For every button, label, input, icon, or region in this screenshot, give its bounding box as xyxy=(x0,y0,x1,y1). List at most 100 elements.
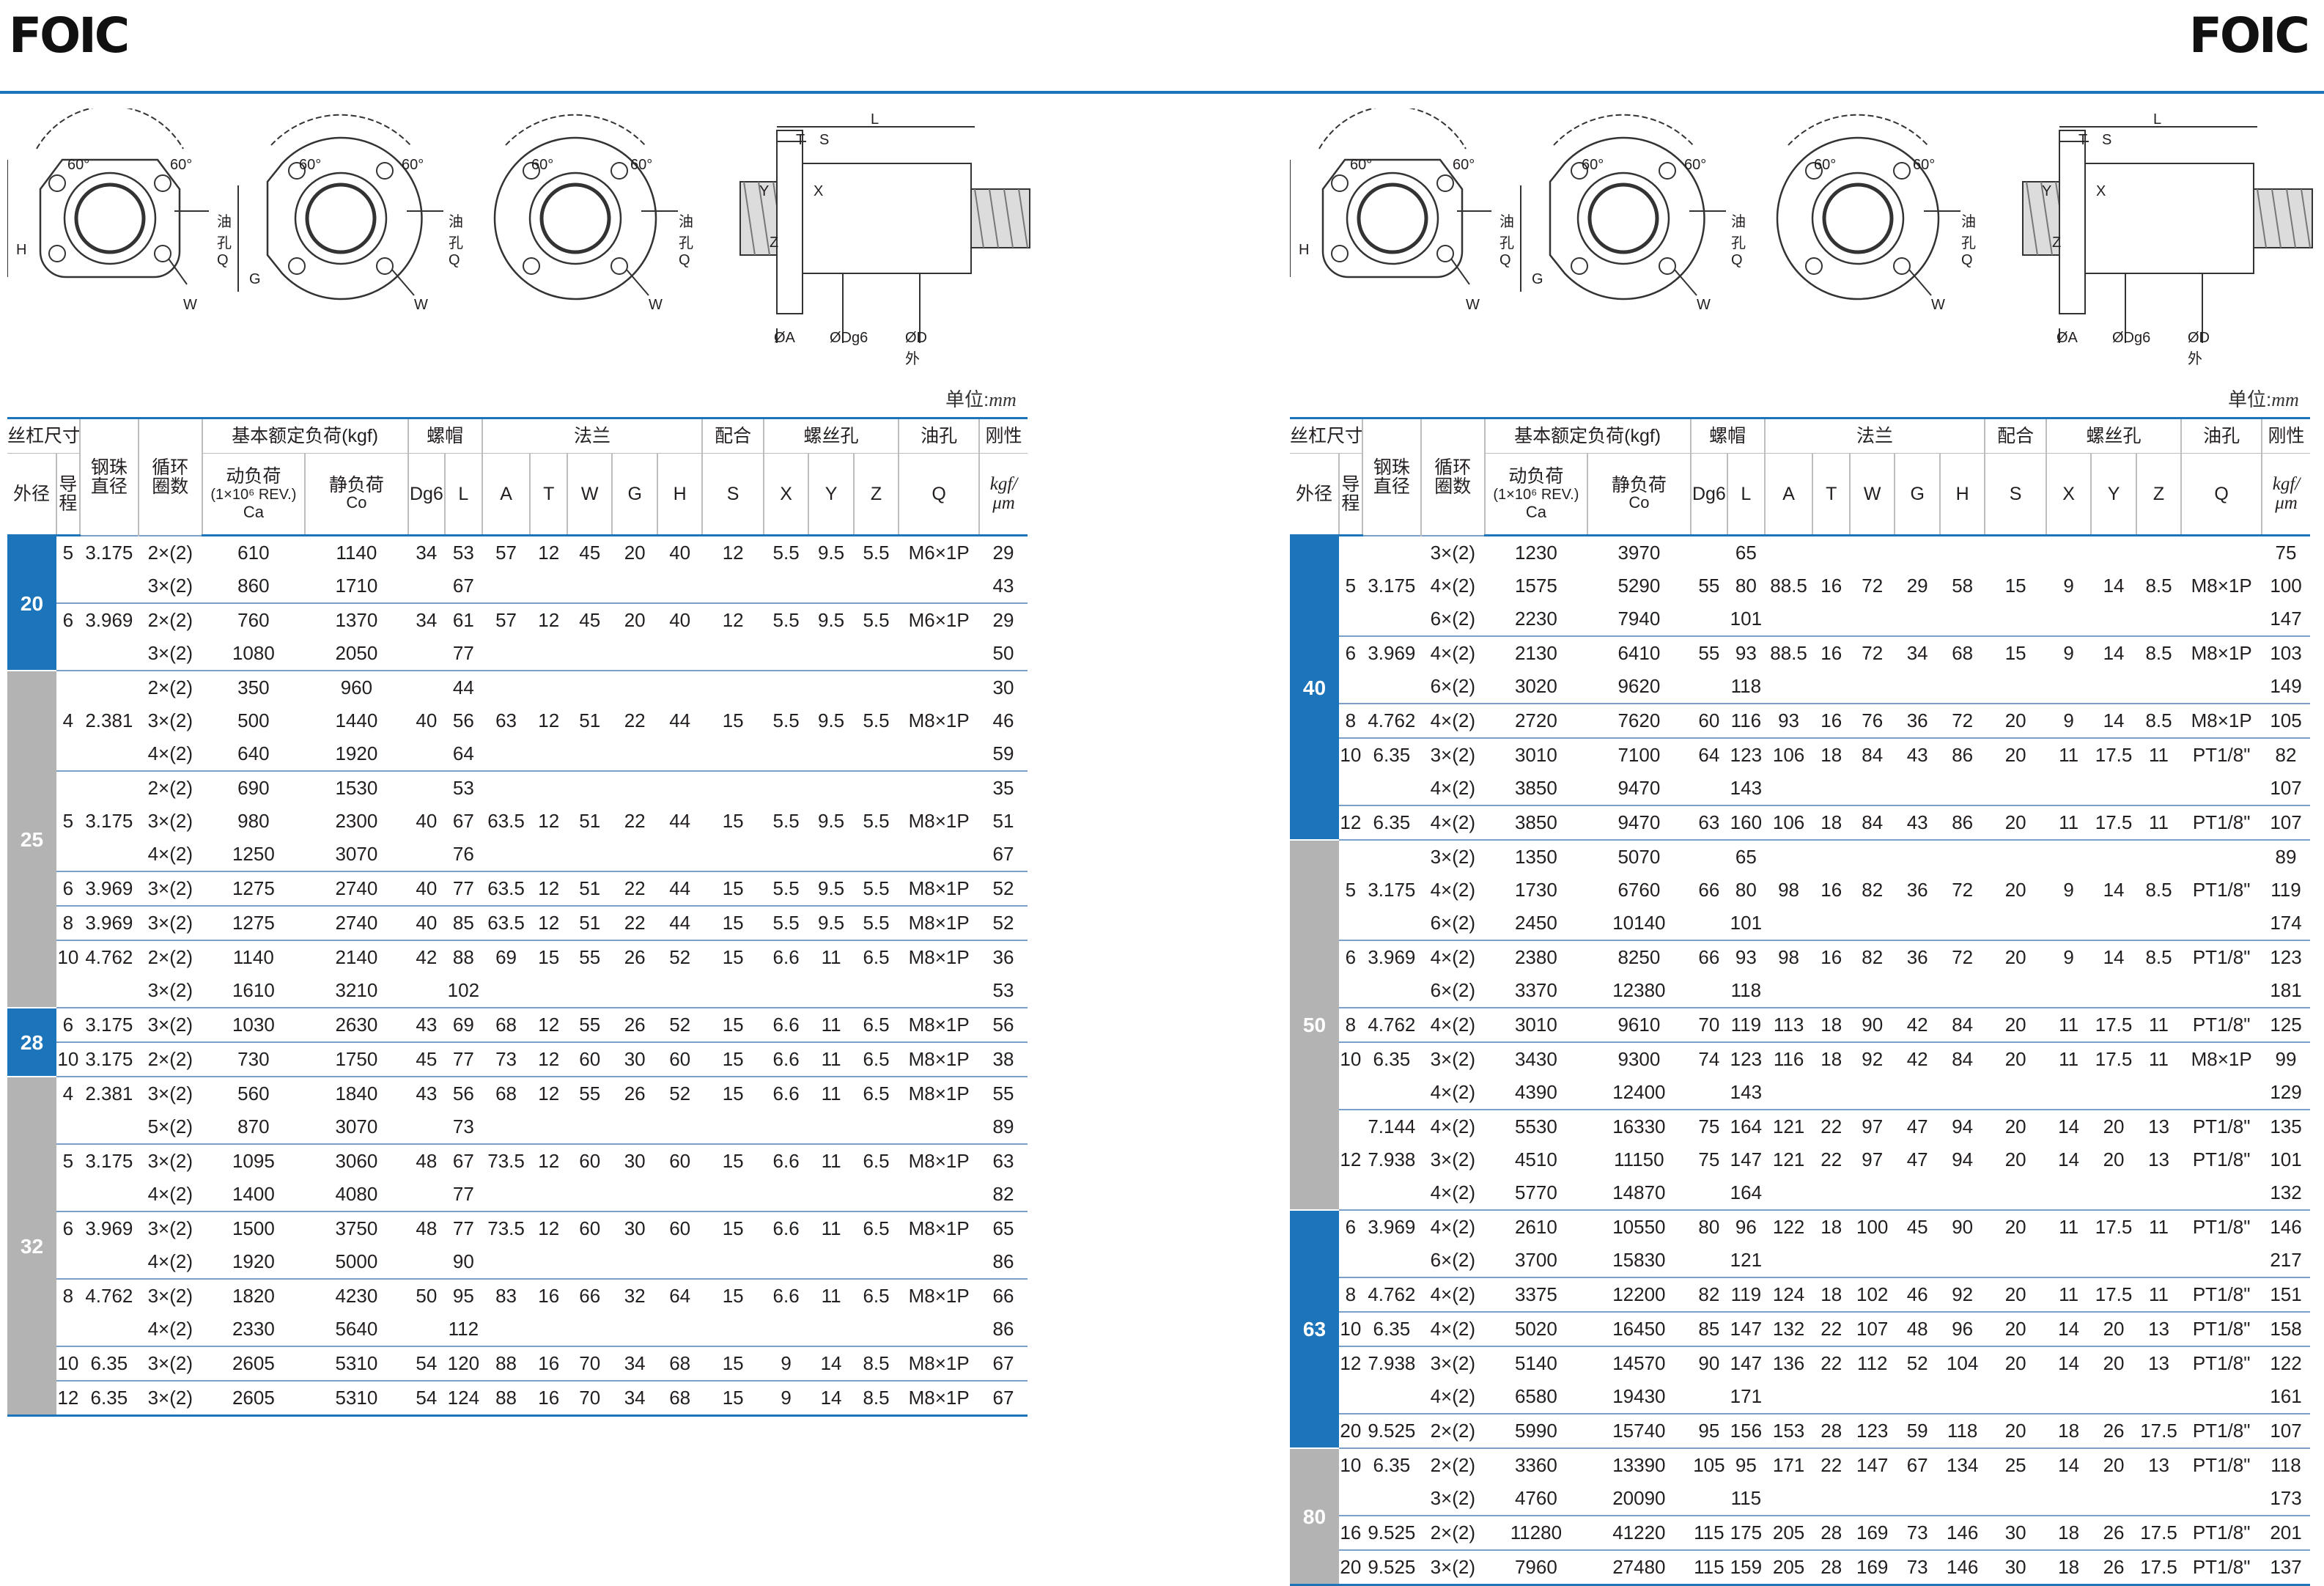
cell-lead xyxy=(1339,974,1362,1008)
cell-L: 56 xyxy=(445,1076,482,1110)
cell-L: 44 xyxy=(445,670,482,704)
cell-T xyxy=(530,637,567,671)
cell-ball-dia: 4.762 xyxy=(79,940,139,974)
cell-Z: 13 xyxy=(2136,1311,2182,1346)
cell-Dg6: 55 xyxy=(1690,635,1728,670)
cell-W xyxy=(1849,534,1895,569)
cell-dyn-load: 3375 xyxy=(1484,1277,1588,1312)
cell-dyn-load: 4390 xyxy=(1514,1081,1557,1103)
cell-circuits: 4×(2) xyxy=(147,742,193,764)
cell-static-load: 7620 xyxy=(1587,703,1691,738)
cell-lead xyxy=(1339,602,1362,636)
cell-circuits: 6×(2) xyxy=(1430,912,1475,934)
cell-H: 146 xyxy=(1939,1549,1985,1585)
cell-L: 73 xyxy=(452,1115,474,1137)
cell-dyn-load: 2380 xyxy=(1484,940,1588,974)
cell-Z: 11 xyxy=(2136,805,2182,840)
cell-stiffness: 158 xyxy=(2262,1311,2310,1346)
cell-static-load: 9470 xyxy=(1617,777,1661,799)
cell-Q xyxy=(2181,602,2262,636)
cell-G: 48 xyxy=(1895,1311,1940,1346)
header-flange: 法兰 xyxy=(1763,417,1985,454)
od-cell: 40 xyxy=(1290,535,1339,841)
cell-Z xyxy=(853,670,899,704)
cell-circuits: 3×(2) xyxy=(147,979,193,1001)
cell-static-load: 12400 xyxy=(1612,1081,1666,1103)
cell-H: 68 xyxy=(1939,635,1985,670)
cell-H: 94 xyxy=(1952,1148,1974,1170)
cell-A xyxy=(1764,534,1813,569)
cell-W: 70 xyxy=(567,1346,613,1381)
cell-Q: M8×1P xyxy=(899,1007,980,1042)
cell-G xyxy=(612,737,657,771)
cell-static-load: 41220 xyxy=(1587,1515,1691,1550)
label-W: W xyxy=(414,297,428,313)
cell-lead: 6 xyxy=(1338,635,1362,670)
cell-Z xyxy=(853,770,899,805)
label-T: T xyxy=(2078,132,2088,148)
cell-G: 46 xyxy=(1895,1277,1940,1312)
cell-lead: 20 xyxy=(1338,1413,1362,1448)
cell-stiffness: 82 xyxy=(2262,737,2310,772)
cell-Y: 9.5 xyxy=(817,810,845,832)
cell-circuits: 4×(2) xyxy=(1430,879,1475,901)
cell-static-load: 7100 xyxy=(1587,737,1691,772)
cell-G: 26 xyxy=(612,1007,657,1042)
cell-static-load: 2050 xyxy=(335,642,378,664)
cell-stiffness: 82 xyxy=(992,1183,1014,1205)
header-screw-size: 丝杠尺寸 xyxy=(7,417,80,454)
cell-dyn-load: 610 xyxy=(202,534,306,569)
cell-A: 57 xyxy=(482,602,531,637)
cell-W xyxy=(1850,1380,1895,1414)
cell-static-load: 6760 xyxy=(1617,879,1661,901)
cell-circuits: 4×(2) xyxy=(1420,1277,1485,1312)
cell-static-load: 2300 xyxy=(335,810,378,832)
cell-W: 72 xyxy=(1849,635,1895,670)
cell-Q: M8×1P xyxy=(2181,703,2262,738)
cell-A xyxy=(482,1110,531,1144)
cell-circuits: 3×(2) xyxy=(138,1211,202,1245)
cell-ball-dia: 3.175 xyxy=(79,1007,139,1042)
cell-A xyxy=(482,1245,531,1279)
cell-W: 45 xyxy=(567,602,613,637)
cell-T xyxy=(530,1178,567,1211)
cell-L: 61 xyxy=(445,602,482,637)
cell-A: 63.5 xyxy=(482,905,531,940)
cell-W: 51 xyxy=(567,905,613,940)
cell-static-load: 5000 xyxy=(335,1250,378,1272)
cell-static-load: 12380 xyxy=(1612,979,1666,1001)
cell-Y xyxy=(2091,670,2136,704)
cell-ball-dia xyxy=(1362,1176,1421,1210)
cell-static-load: 2740 xyxy=(305,871,408,906)
cell-X xyxy=(2046,602,2091,636)
cell-stiffness: 103 xyxy=(2262,635,2310,670)
header-ball-dia: 钢珠直径 xyxy=(1361,417,1421,536)
cell-static-load: 1710 xyxy=(335,575,378,597)
cell-circuits: 4×(2) xyxy=(1430,1181,1475,1203)
cell-circuits: 4×(2) xyxy=(147,1318,193,1340)
cell-T: 12 xyxy=(530,905,567,940)
cell-ball-dia xyxy=(80,1313,139,1346)
cell-T: 12 xyxy=(530,1211,567,1245)
cell-Y: 26 xyxy=(2091,1413,2136,1448)
cell-L: 88 xyxy=(445,940,482,974)
cell-W xyxy=(567,838,612,871)
cell-stiffness: 65 xyxy=(979,1211,1028,1245)
cell-Z xyxy=(2136,974,2181,1008)
header-dyn-rev: (1×10⁶ REV.) xyxy=(210,486,297,503)
cell-ball-dia: 3.175 xyxy=(79,534,139,569)
cell-Y xyxy=(808,569,853,603)
cell-G: 30 xyxy=(612,1041,657,1077)
cell-X: 6.6 xyxy=(763,1007,809,1042)
cell-dyn-load: 1350 xyxy=(1484,839,1588,874)
cell-T xyxy=(530,1245,567,1279)
